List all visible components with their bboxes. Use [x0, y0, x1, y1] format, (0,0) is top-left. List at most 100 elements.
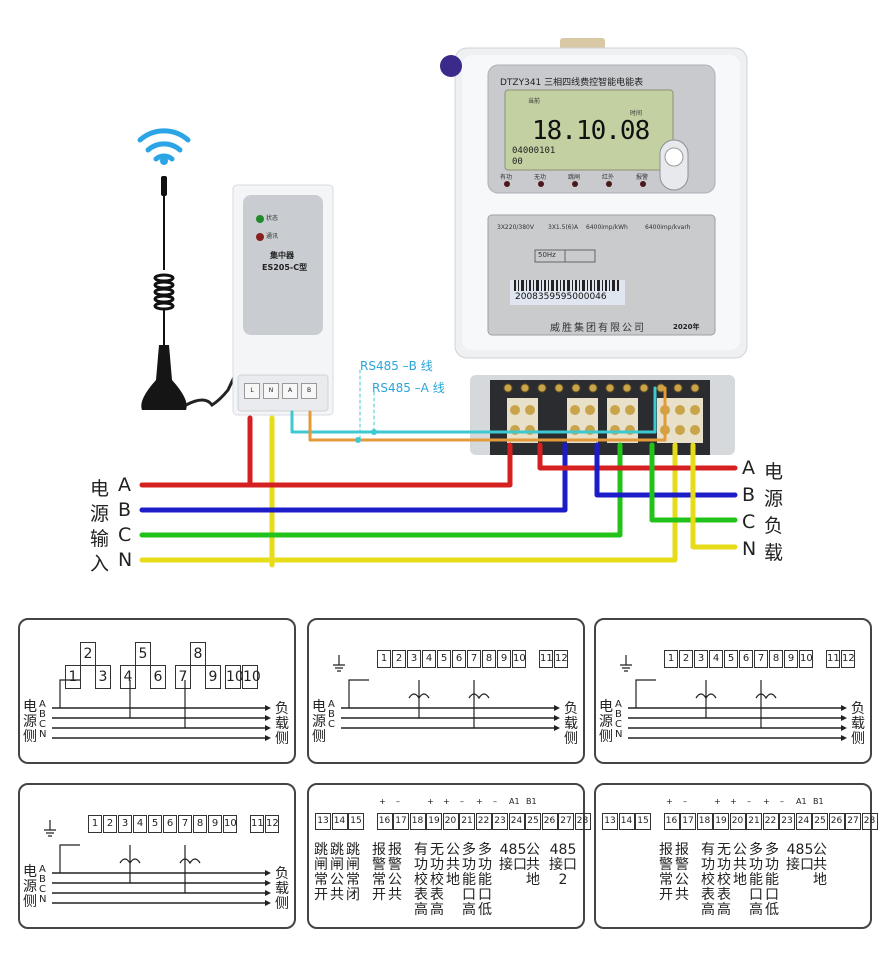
terminal-box: 11: [826, 650, 840, 668]
terminal-screw: [673, 383, 683, 393]
arrow-icon: [554, 705, 560, 711]
terminal-screw: [610, 405, 620, 415]
rs485-a-label: RS485 –A 线: [372, 381, 445, 395]
terminal-box: 5: [148, 815, 162, 833]
polarity-sign: B1: [813, 797, 824, 806]
terminal-box: 17: [393, 813, 409, 830]
terminal-box: 9: [208, 815, 222, 833]
terminal-box: 4: [120, 665, 136, 689]
lcd-main-reading: 18.10.08: [532, 116, 650, 146]
arrow-icon: [554, 715, 560, 721]
terminal-box: 8: [190, 642, 206, 666]
terminal-box: 7: [467, 650, 481, 668]
terminal-box: 25: [812, 813, 828, 830]
meter-title: DTZY341 三相四线费控智能电能表: [500, 78, 644, 88]
load-side-char: 负: [851, 701, 865, 717]
terminal-box: 23: [779, 813, 795, 830]
coil-icon: [119, 858, 201, 865]
rs485-b-label: RS485 –B 线: [360, 359, 433, 373]
indicator-led: [572, 181, 578, 187]
terminal-function-label: 公共地: [733, 842, 747, 888]
indicator-label: 有功: [500, 174, 513, 181]
rs485-a-wire: [290, 386, 657, 434]
terminal-box: 7: [754, 650, 768, 668]
terminal-box: 1: [65, 665, 81, 689]
terminal-screw: [675, 425, 685, 435]
concentrator-device: [232, 184, 334, 416]
polarity-sign: –: [493, 797, 497, 806]
terminal-box: 26: [541, 813, 558, 830]
source-a-wire: [139, 442, 513, 488]
load-phase-label: A: [742, 457, 755, 479]
terminal-box: 7: [175, 665, 191, 689]
terminal-box: 19: [426, 813, 442, 830]
ground-icon: [44, 820, 56, 837]
terminal-box: 12: [841, 650, 855, 668]
terminal-function-label: 多功能口低: [478, 842, 492, 918]
terminal-box: 15: [348, 813, 364, 830]
indicator-led: [606, 181, 612, 187]
load-side-char: 侧: [564, 731, 578, 747]
terminal-box: 25: [525, 813, 541, 830]
wires: [139, 369, 738, 568]
terminal-box: 16: [663, 813, 680, 830]
polarity-sign: –: [780, 797, 784, 806]
terminal-function-label: 跳闸公共: [330, 842, 344, 903]
phase-label: B: [615, 709, 622, 720]
arrow-icon: [841, 705, 847, 711]
terminal-function-label: 485接口: [786, 842, 814, 873]
terminal-box: 9: [784, 650, 798, 668]
spec-current: 3X1.5(6)A: [548, 224, 579, 231]
load-side-char: 载: [851, 716, 865, 732]
terminal-function-label: 无功校表高: [717, 842, 731, 918]
concentrator-terminal: N: [263, 383, 279, 399]
terminal-box: 8: [769, 650, 783, 668]
terminal-screw: [639, 383, 649, 393]
connector-line: [59, 844, 80, 873]
frequency-label: 50Hz: [538, 251, 556, 259]
source-side-char: 源: [312, 714, 326, 730]
terminal-box: 27: [558, 813, 574, 830]
terminal-screw: [605, 383, 615, 393]
connector-line: [635, 679, 656, 708]
load-side-char: 载: [275, 716, 289, 732]
arrow-icon: [841, 715, 847, 721]
schematic-lines: [333, 655, 560, 731]
connector-line: [348, 679, 369, 708]
terminal-screw: [622, 383, 632, 393]
terminal-box: 13: [602, 813, 618, 830]
load-side-char: 载: [764, 542, 784, 564]
load-phase-label: N: [742, 538, 757, 560]
terminal-screw: [525, 405, 535, 415]
manufacture-year: 2020年: [673, 323, 700, 331]
polarity-sign: +: [763, 797, 770, 806]
spec-const-active: 6400imp/kWh: [586, 224, 628, 231]
terminal-box: 12: [265, 815, 279, 833]
terminal-screw: [675, 405, 685, 415]
load-b-wire: [594, 442, 738, 498]
terminal-box: 28: [861, 813, 878, 830]
terminal-block: [607, 398, 623, 443]
terminal-screw: [625, 405, 635, 415]
terminal-box: 3: [118, 815, 132, 833]
terminal-box: 2: [392, 650, 406, 668]
terminal-box: 4: [422, 650, 436, 668]
schematic-lines: [620, 655, 847, 741]
terminal-box: 4: [133, 815, 147, 833]
phase-label: C: [328, 719, 335, 730]
arrow-icon: [265, 890, 271, 896]
terminal-box: 26: [828, 813, 845, 830]
rs485-b-wire: [308, 386, 667, 442]
polarity-sign: +: [443, 797, 450, 806]
indicator-label: 红外: [602, 174, 615, 181]
terminal-box: 19: [713, 813, 729, 830]
terminal-screw: [520, 383, 530, 393]
source-phase-label: B: [118, 499, 132, 521]
source-phase-label: A: [118, 474, 131, 496]
lcd-label-current: 当前: [528, 98, 541, 105]
wiring-illustration: [137, 38, 748, 568]
phase-label: B: [39, 709, 46, 720]
terminal-box: 5: [135, 642, 151, 666]
